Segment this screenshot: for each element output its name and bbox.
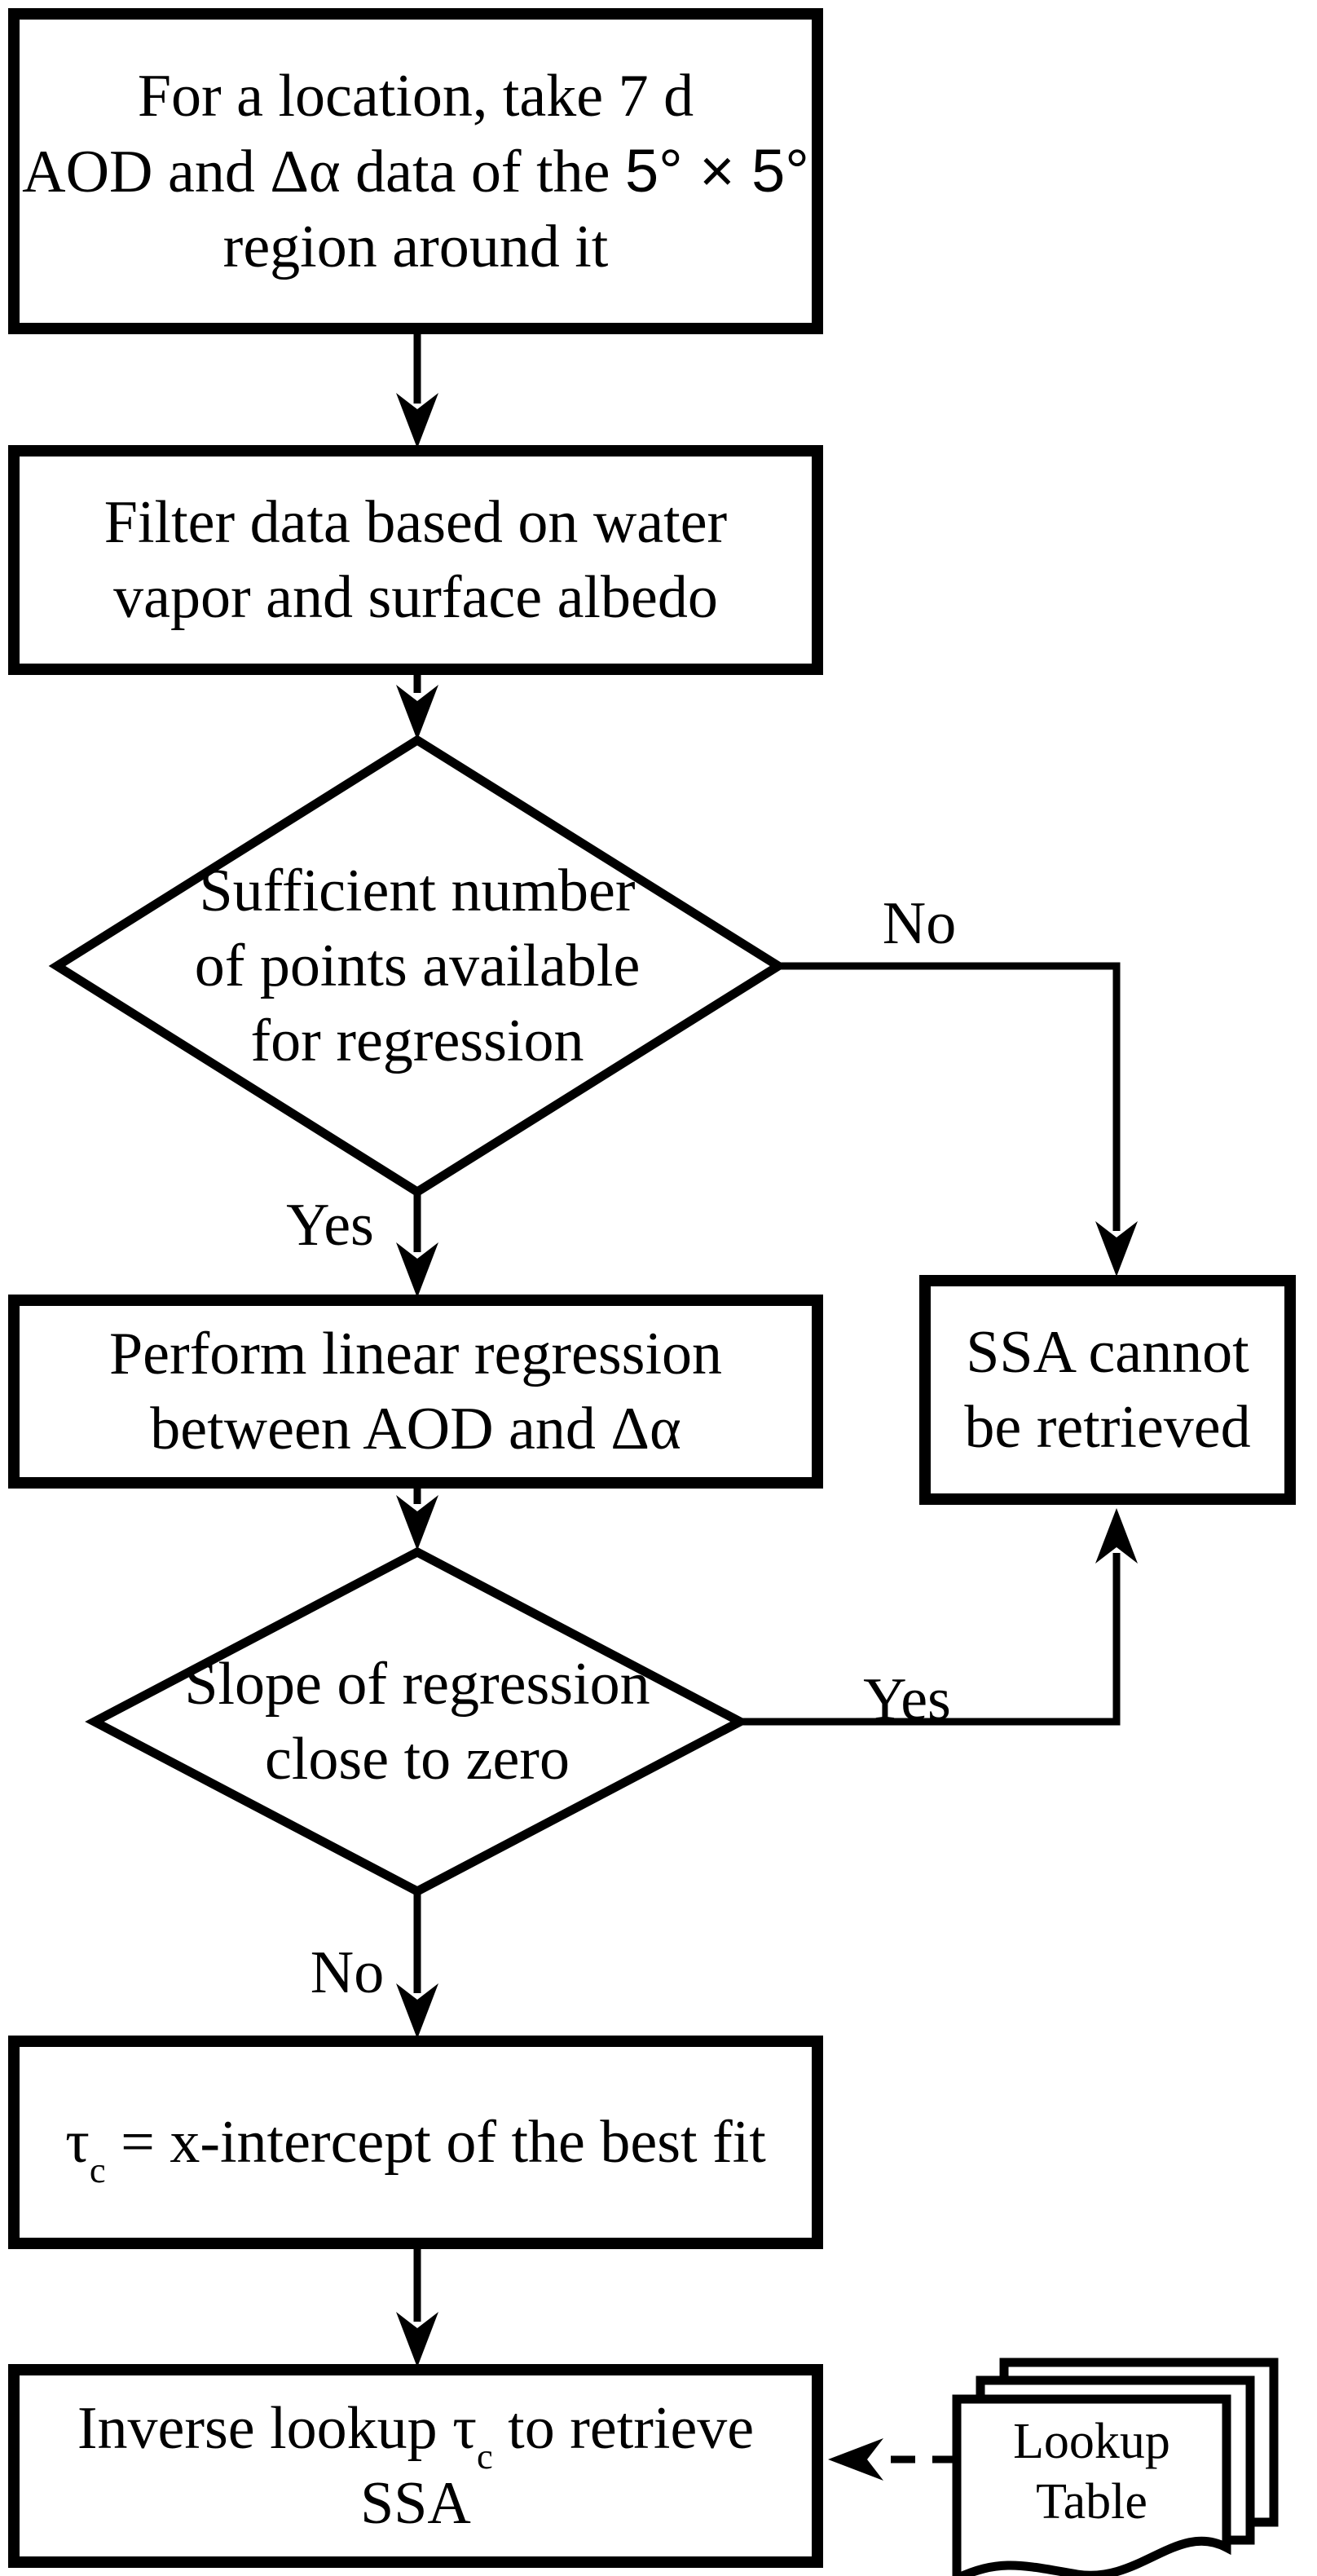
arrowhead-into-decision1 xyxy=(396,685,438,740)
ssa-cannot-box: SSA cannot be retrieved xyxy=(919,1275,1296,1505)
edge-label-yes-points: Yes xyxy=(286,1192,374,1259)
connector-yes-branch xyxy=(737,1553,1121,1726)
decision1-line2: of points available xyxy=(194,933,641,999)
lookup-table-line2: Table xyxy=(1036,2474,1147,2530)
decision2-line1: Slope of regression xyxy=(184,1651,650,1718)
filter-box-line2: vapor and surface albedo xyxy=(113,564,718,631)
lookup-table-page-front xyxy=(952,2394,1231,2576)
decision-sufficient-points-text: Sufficient number of points available fo… xyxy=(91,849,743,1083)
arrowhead-no-into-ssa xyxy=(1095,1221,1138,1277)
arrowhead-into-filter xyxy=(396,393,438,448)
filter-box: Filter data based on water vapor and sur… xyxy=(8,445,823,675)
edge-label-no-points: No xyxy=(882,890,957,957)
inverse-lookup-suffix: to retrieve xyxy=(492,2395,755,2462)
x-intercept-box: τc = x-intercept of the best fit xyxy=(8,2036,823,2249)
inverse-lookup-line1: Inverse lookup τc to retrieve xyxy=(77,2391,755,2474)
start-box-line2: AOD and Δα data of the 5° × 5° xyxy=(22,134,809,210)
tau-symbol: τ xyxy=(65,2109,90,2176)
edge-label-yes-slope: Yes xyxy=(863,1666,951,1733)
arrowhead-into-regression xyxy=(396,1242,438,1298)
x-intercept-formula: τc = x-intercept of the best fit xyxy=(65,2105,766,2188)
filter-box-line1: Filter data based on water xyxy=(104,489,728,556)
edge-label-no-slope: No xyxy=(310,1939,385,2006)
inverse-lookup-box: Inverse lookup τc to retrieve SSA xyxy=(8,2364,823,2568)
decision-slope-zero-text: Slope of regression close to zero xyxy=(91,1647,743,1797)
arrowhead-into-intercept xyxy=(396,1983,438,2039)
x-intercept-text: = x-intercept of the best fit xyxy=(105,2109,766,2176)
start-box-line1: For a location, take 7 d xyxy=(137,62,694,130)
start-box-degrees: 5° × 5° xyxy=(624,136,809,205)
decision1-line1: Sufficient number xyxy=(199,858,636,924)
lookup-table-line1: Lookup xyxy=(1013,2414,1170,2469)
decision1-line3: for regression xyxy=(250,1008,584,1074)
start-box-line3: region around it xyxy=(222,213,609,280)
lookup-table-label: Lookup Table xyxy=(957,2411,1227,2532)
arrowhead-yes-into-ssa xyxy=(1095,1508,1138,1564)
decision2-line2: close to zero xyxy=(265,1726,570,1793)
ssa-cannot-line2: be retrieved xyxy=(964,1394,1251,1461)
ssa-cannot-line1: SSA cannot xyxy=(966,1319,1249,1386)
start-box: For a location, take 7 d AOD and Δα data… xyxy=(8,8,823,334)
inverse-lookup-prefix: Inverse lookup xyxy=(77,2395,453,2462)
inverse-lookup-line2: SSA xyxy=(360,2470,471,2537)
arrowhead-into-decision2 xyxy=(396,1495,438,1550)
start-box-line2-text: AOD and Δα data of the xyxy=(22,138,625,205)
tau-subscript: c xyxy=(89,2149,106,2190)
tau-subscript-2: c xyxy=(476,2435,493,2477)
arrowhead-into-lookup xyxy=(396,2312,438,2367)
decision-sufficient-points-shape xyxy=(48,734,787,1198)
connector-no-branch xyxy=(774,962,1121,1231)
regression-box-line1: Perform linear regression xyxy=(108,1321,723,1387)
regression-box-line2: between AOD and Δα xyxy=(150,1396,681,1462)
regression-box: Perform linear regression between AOD an… xyxy=(8,1295,823,1489)
decision-slope-zero-shape xyxy=(85,1546,750,1897)
tau-symbol-2: τ xyxy=(452,2395,477,2462)
arrowhead-lookup-table-into-box xyxy=(828,2438,883,2481)
